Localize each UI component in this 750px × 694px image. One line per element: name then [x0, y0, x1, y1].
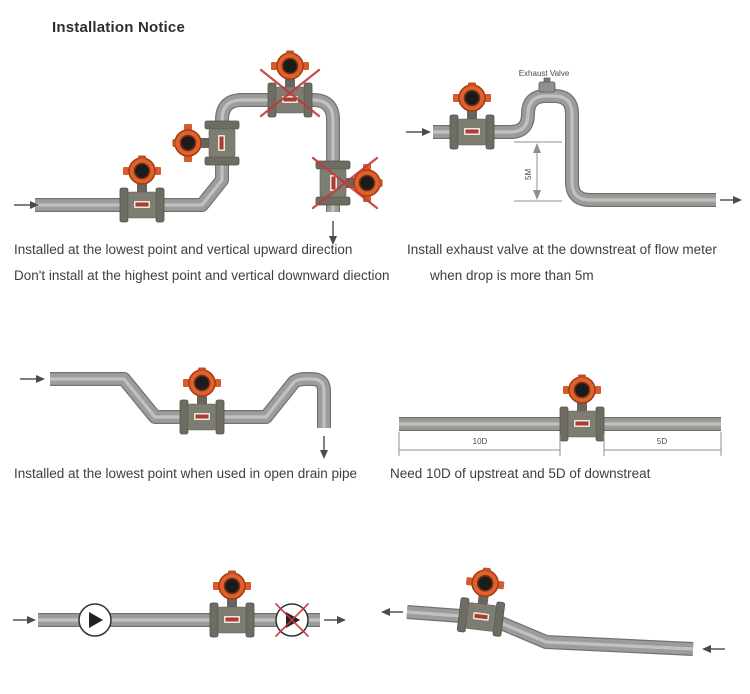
page-title: Installation Notice — [52, 19, 185, 36]
figure-straight-run: 10D 5D — [385, 360, 745, 465]
flow-meter-icon — [179, 366, 225, 435]
caption: Install exhaust valve at the downstreat … — [407, 242, 717, 257]
downstream-length-label: 5D — [656, 437, 668, 446]
caption: Installed at the lowest point and vertic… — [14, 242, 353, 257]
exhaust-valve-icon — [538, 77, 556, 93]
flow-in-arrow-icon — [406, 128, 431, 136]
flow-in-arrow-icon — [702, 645, 725, 653]
flow-meter-icon — [171, 120, 240, 166]
figure-open-drain — [10, 360, 380, 465]
pump-valve-diagram — [13, 569, 346, 638]
figure-uphill — [375, 560, 750, 670]
caption: Installed at the lowest point when used … — [14, 466, 357, 481]
flow-out-arrow-icon — [324, 616, 346, 624]
straight-run-diagram — [398, 373, 722, 456]
caption: Don't install at the highest point and v… — [14, 268, 390, 283]
flow-out-arrow-icon — [320, 436, 328, 459]
open-drain-diagram — [20, 366, 331, 459]
flow-meter-icon — [209, 569, 255, 638]
red-cross-icon — [259, 68, 321, 118]
flow-meter-icon — [449, 81, 495, 150]
flow-out-arrow-icon — [720, 196, 742, 204]
crossed-valve-icon — [275, 603, 309, 637]
flow-in-arrow-icon — [14, 201, 39, 209]
figure-lowest-point — [10, 40, 400, 250]
pump-icon — [78, 603, 112, 637]
drop-height-label: 5M — [524, 168, 533, 180]
flow-meter-icon — [559, 373, 605, 442]
lowest-point-diagram — [14, 49, 384, 245]
uphill-diagram — [381, 564, 725, 656]
pipe — [433, 89, 716, 207]
red-cross-icon — [311, 156, 379, 210]
dimension-line — [514, 141, 562, 202]
exhaust-valve-label: Exhaust Valve — [518, 69, 570, 78]
flow-meter-icon — [267, 49, 313, 118]
exhaust-valve-diagram — [406, 77, 742, 207]
flow-out-arrow-icon — [329, 221, 337, 245]
pipe — [406, 605, 694, 656]
flow-out-arrow-icon — [381, 608, 403, 616]
pipe — [35, 93, 340, 212]
caption: Need 10D of upstreat and 5D of downstrea… — [390, 466, 651, 481]
caption: when drop is more than 5m — [430, 268, 594, 283]
flow-in-arrow-icon — [13, 616, 36, 624]
dimension-line — [398, 432, 722, 456]
upstream-length-label: 10D — [472, 437, 488, 446]
figure-exhaust-valve: Exhaust Valve 5M — [400, 60, 750, 245]
flow-meter-icon — [456, 564, 510, 638]
flow-in-arrow-icon — [20, 375, 45, 383]
figure-pump-valve — [10, 560, 375, 660]
flow-meter-icon — [119, 154, 165, 223]
pipe — [50, 372, 331, 428]
